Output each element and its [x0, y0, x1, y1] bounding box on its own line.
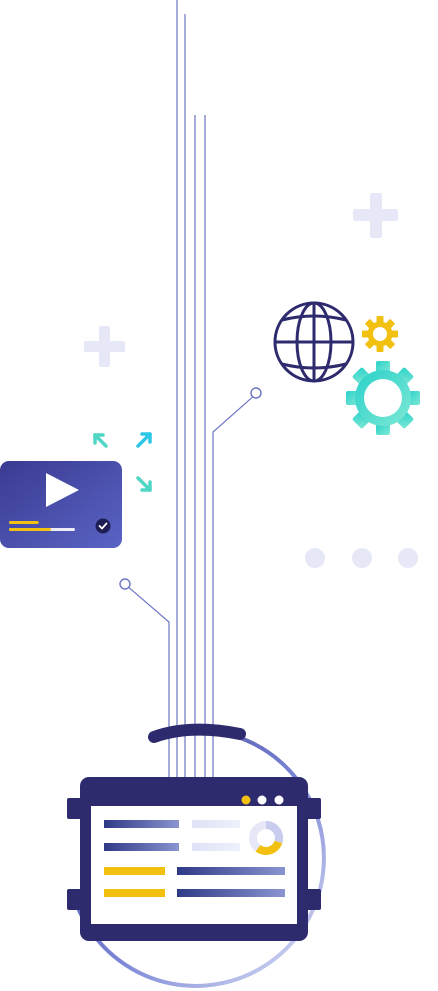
progress-fill: [9, 521, 39, 524]
progress-fill-secondary: [9, 528, 51, 531]
dots-icon: [305, 548, 418, 568]
check-circle-icon: [95, 518, 111, 534]
video-card[interactable]: [0, 461, 122, 548]
donut-chart-icon: [249, 820, 283, 855]
play-icon[interactable]: [46, 473, 79, 507]
gear-icon: [362, 316, 398, 352]
plus-icon: [353, 193, 398, 238]
orbit-ring: [70, 723, 326, 988]
dashboard-window-icon[interactable]: [67, 777, 321, 941]
connection-lines: [125, 0, 257, 780]
plus-icon: [84, 326, 125, 367]
gear-icon: [346, 361, 420, 435]
dashboard-bars: [104, 820, 285, 897]
connector-nodes: [119, 387, 262, 590]
globe-icon: [273, 301, 355, 383]
window-controls: [241, 795, 284, 805]
